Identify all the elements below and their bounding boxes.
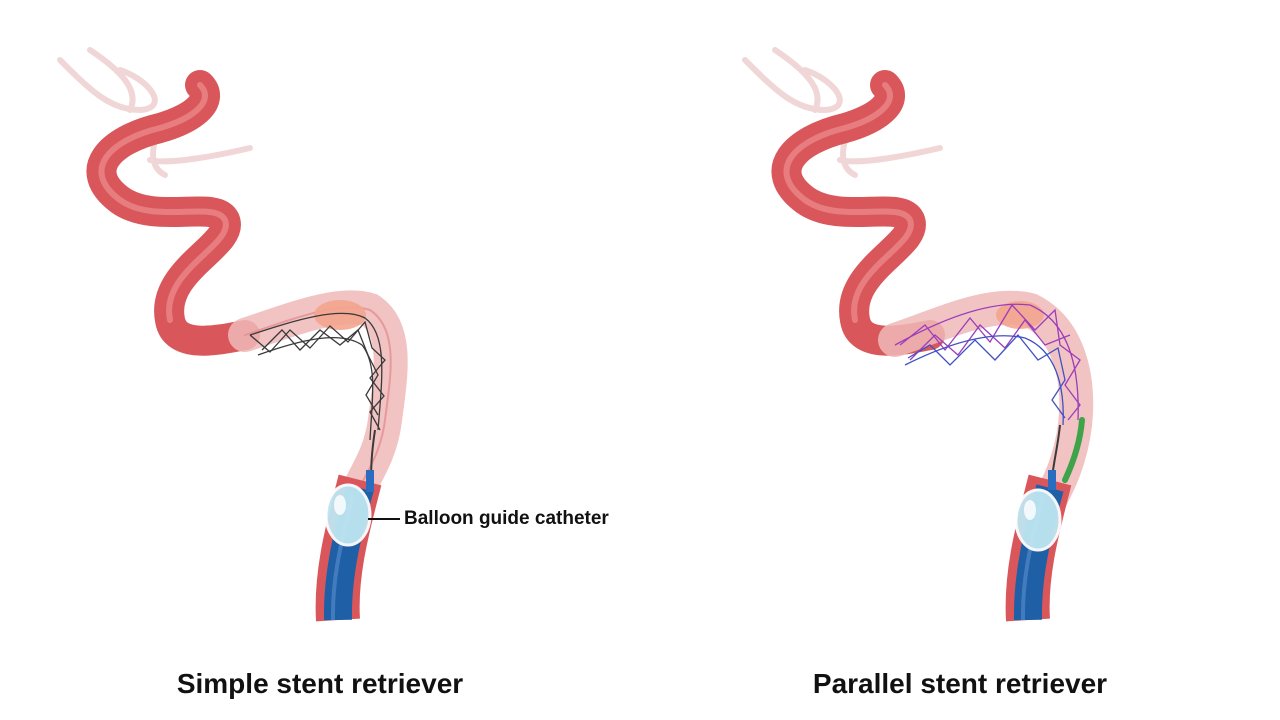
thrombus xyxy=(996,301,1044,329)
parallel-stent-illustration xyxy=(742,47,1094,622)
stent-retriever-mesh xyxy=(249,312,386,441)
background-vessels xyxy=(57,47,253,178)
parallel-stent-caption: Parallel stent retriever xyxy=(812,668,1108,699)
simple-stent-caption: Simple stent retriever xyxy=(176,668,464,699)
simple-stent-illustration xyxy=(57,47,408,622)
microcatheter-green xyxy=(1062,417,1085,483)
simple-stent-panel: Balloon guide catheter Simple stent retr… xyxy=(57,47,609,699)
balloon xyxy=(1014,488,1062,552)
balloon xyxy=(324,483,372,547)
parallel-stent-panel: Parallel stent retriever xyxy=(640,0,1280,720)
balloon-guide-catheter-label: Balloon guide catheter xyxy=(404,508,609,529)
background-vessels xyxy=(742,47,943,178)
parallel-stent-mesh-blue xyxy=(904,334,1066,426)
thrombus xyxy=(314,300,366,330)
